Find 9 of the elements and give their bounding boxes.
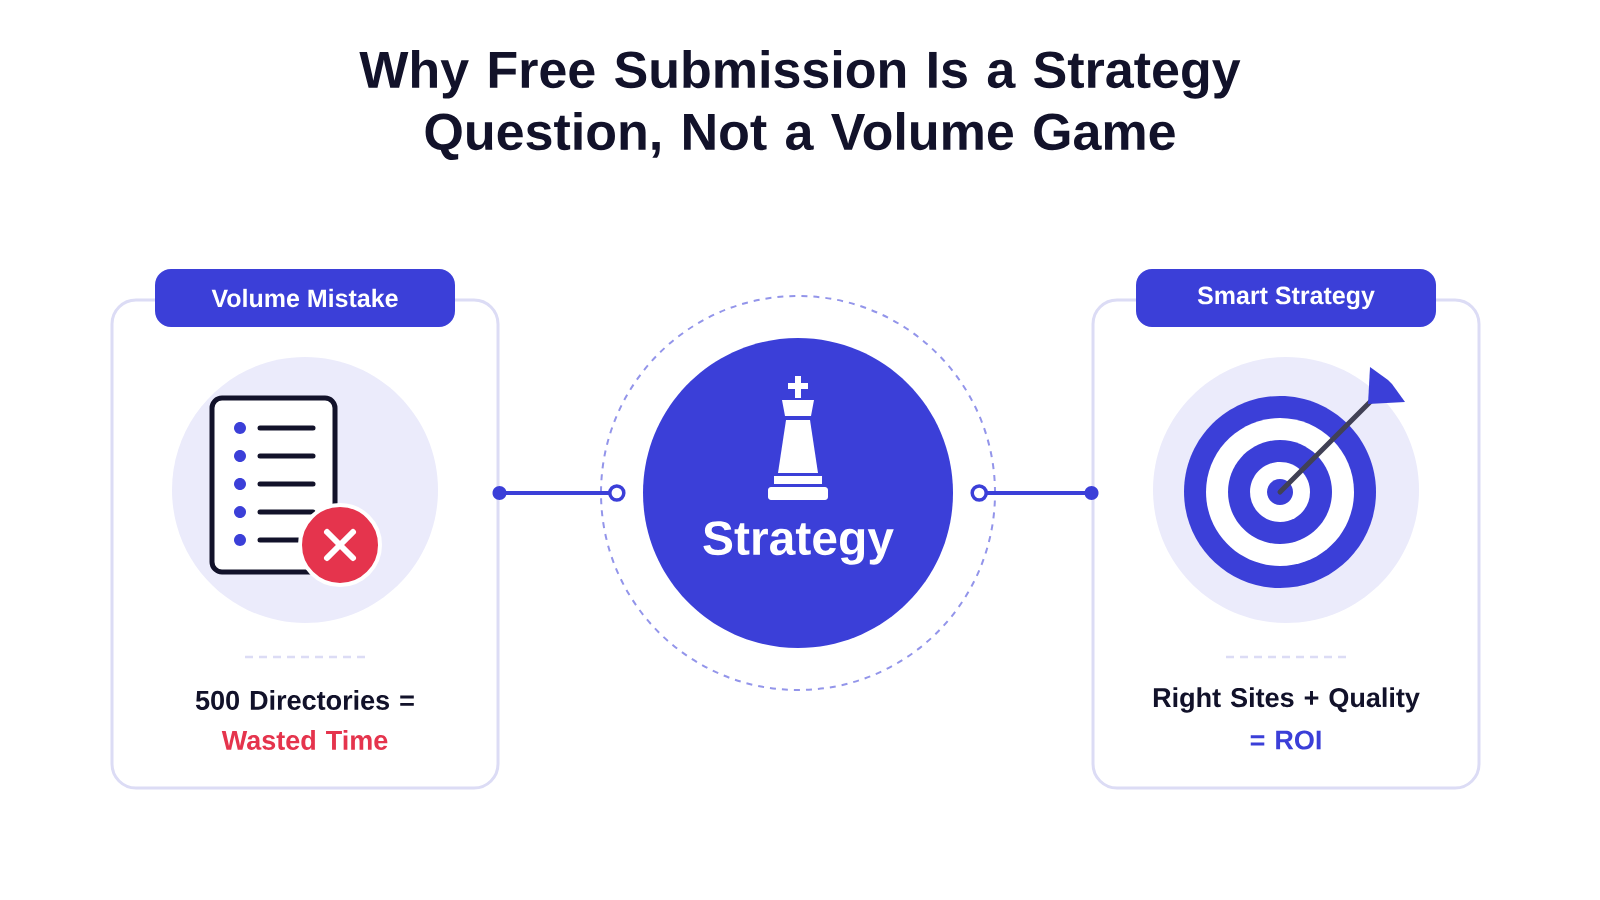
header-badge: Volume Mistake — [155, 269, 455, 327]
caption-text: 500 Directories = — [195, 690, 414, 710]
connector — [492, 484, 626, 502]
caption-text: Wasted Time — [221, 730, 388, 750]
caption-text: Right Sites + Quality — [1153, 687, 1420, 713]
header-badge: Smart Strategy — [1136, 269, 1436, 327]
caption-text: = ROI — [1250, 730, 1321, 750]
title: Why Free Submission Is a Strategy Question, Not a Volume Game — [359, 50, 1241, 160]
connector — [970, 484, 1099, 502]
